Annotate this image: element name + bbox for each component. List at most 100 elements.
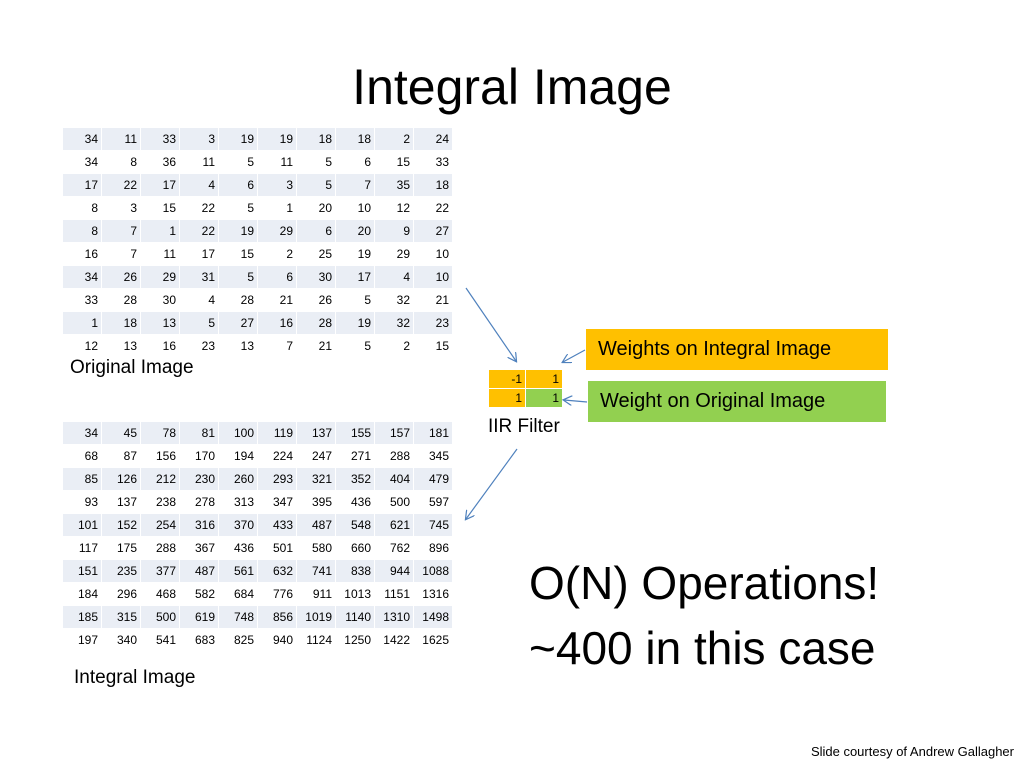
count-text: ~400 in this case bbox=[529, 622, 876, 674]
table-cell: 20 bbox=[296, 196, 336, 220]
table-cell: 28 bbox=[296, 311, 336, 335]
table-cell: 487 bbox=[179, 559, 219, 583]
table-cell: 45 bbox=[101, 421, 141, 445]
table-cell: 175 bbox=[101, 536, 141, 560]
table-cell: 6 bbox=[257, 265, 297, 289]
table-cell: 101 bbox=[62, 513, 102, 537]
table-cell: 224 bbox=[257, 444, 297, 468]
table-cell: 11 bbox=[101, 127, 141, 151]
table-cell: 33 bbox=[413, 150, 453, 174]
table-cell: 17 bbox=[140, 173, 180, 197]
table-cell: 34 bbox=[62, 150, 102, 174]
table-cell: 825 bbox=[218, 628, 258, 652]
original-image-caption: Original Image bbox=[70, 357, 194, 378]
table-cell: 632 bbox=[257, 559, 297, 583]
table-cell: 16 bbox=[62, 242, 102, 266]
filter-cell: 1 bbox=[488, 388, 526, 408]
table-cell: 15 bbox=[218, 242, 258, 266]
table-cell: 582 bbox=[179, 582, 219, 606]
table-cell: 155 bbox=[335, 421, 375, 445]
table-cell: 19 bbox=[257, 127, 297, 151]
table-cell: 1316 bbox=[413, 582, 453, 606]
table-cell: 9 bbox=[374, 219, 414, 243]
iir-filter-table: -1 1 1 1 bbox=[488, 369, 563, 408]
table-cell: 15 bbox=[140, 196, 180, 220]
table-cell: 15 bbox=[374, 150, 414, 174]
filter-cell: -1 bbox=[488, 369, 526, 389]
table-cell: 313 bbox=[218, 490, 258, 514]
table-cell: 395 bbox=[296, 490, 336, 514]
table-cell: 22 bbox=[413, 196, 453, 220]
table-cell: 580 bbox=[296, 536, 336, 560]
table-cell: 501 bbox=[257, 536, 297, 560]
table-cell: 500 bbox=[374, 490, 414, 514]
table-cell: 19 bbox=[335, 242, 375, 266]
table-cell: 152 bbox=[101, 513, 141, 537]
table-cell: 896 bbox=[413, 536, 453, 560]
table-cell: 293 bbox=[257, 467, 297, 491]
table-cell: 316 bbox=[179, 513, 219, 537]
table-cell: 5 bbox=[296, 173, 336, 197]
table-cell: 16 bbox=[257, 311, 297, 335]
table-cell: 157 bbox=[374, 421, 414, 445]
table-cell: 119 bbox=[257, 421, 297, 445]
table-cell: 741 bbox=[296, 559, 336, 583]
table-cell: 271 bbox=[335, 444, 375, 468]
table-cell: 137 bbox=[296, 421, 336, 445]
table-cell: 34 bbox=[62, 421, 102, 445]
table-cell: 87 bbox=[101, 444, 141, 468]
table-cell: 1 bbox=[257, 196, 297, 220]
table-cell: 29 bbox=[374, 242, 414, 266]
table-cell: 17 bbox=[62, 173, 102, 197]
integral-image-caption: Integral Image bbox=[74, 667, 196, 688]
table-cell: 19 bbox=[218, 127, 258, 151]
table-cell: 23 bbox=[413, 311, 453, 335]
table-cell: 6 bbox=[296, 219, 336, 243]
table-cell: 15 bbox=[413, 334, 453, 358]
table-cell: 28 bbox=[101, 288, 141, 312]
operations-text: O(N) Operations! bbox=[529, 557, 880, 609]
table-cell: 8 bbox=[62, 219, 102, 243]
table-cell: 26 bbox=[101, 265, 141, 289]
table-cell: 561 bbox=[218, 559, 258, 583]
table-cell: 436 bbox=[218, 536, 258, 560]
table-cell: 212 bbox=[140, 467, 180, 491]
table-cell: 7 bbox=[335, 173, 375, 197]
table-cell: 1498 bbox=[413, 605, 453, 629]
table-cell: 33 bbox=[140, 127, 180, 151]
table-cell: 28 bbox=[218, 288, 258, 312]
table-cell: 21 bbox=[257, 288, 297, 312]
table-cell: 1 bbox=[62, 311, 102, 335]
table-cell: 436 bbox=[335, 490, 375, 514]
table-cell: 433 bbox=[257, 513, 297, 537]
slide-credit: Slide courtesy of Andrew Gallagher bbox=[810, 744, 1014, 759]
table-cell: 7 bbox=[257, 334, 297, 358]
table-cell: 5 bbox=[218, 196, 258, 220]
table-cell: 238 bbox=[140, 490, 180, 514]
arrow-filter-to-integral bbox=[466, 448, 518, 519]
arrow-integral-weights-callout bbox=[563, 349, 586, 362]
table-cell: 10 bbox=[413, 242, 453, 266]
iir-filter-caption: IIR Filter bbox=[488, 416, 560, 437]
table-cell: 367 bbox=[179, 536, 219, 560]
table-cell: 660 bbox=[335, 536, 375, 560]
table-cell: 22 bbox=[179, 196, 219, 220]
table-cell: 26 bbox=[296, 288, 336, 312]
table-cell: 4 bbox=[179, 173, 219, 197]
table-cell: 11 bbox=[257, 150, 297, 174]
table-cell: 81 bbox=[179, 421, 219, 445]
table-cell: 27 bbox=[218, 311, 258, 335]
table-cell: 940 bbox=[257, 628, 297, 652]
table-cell: 352 bbox=[335, 467, 375, 491]
table-cell: 776 bbox=[257, 582, 297, 606]
